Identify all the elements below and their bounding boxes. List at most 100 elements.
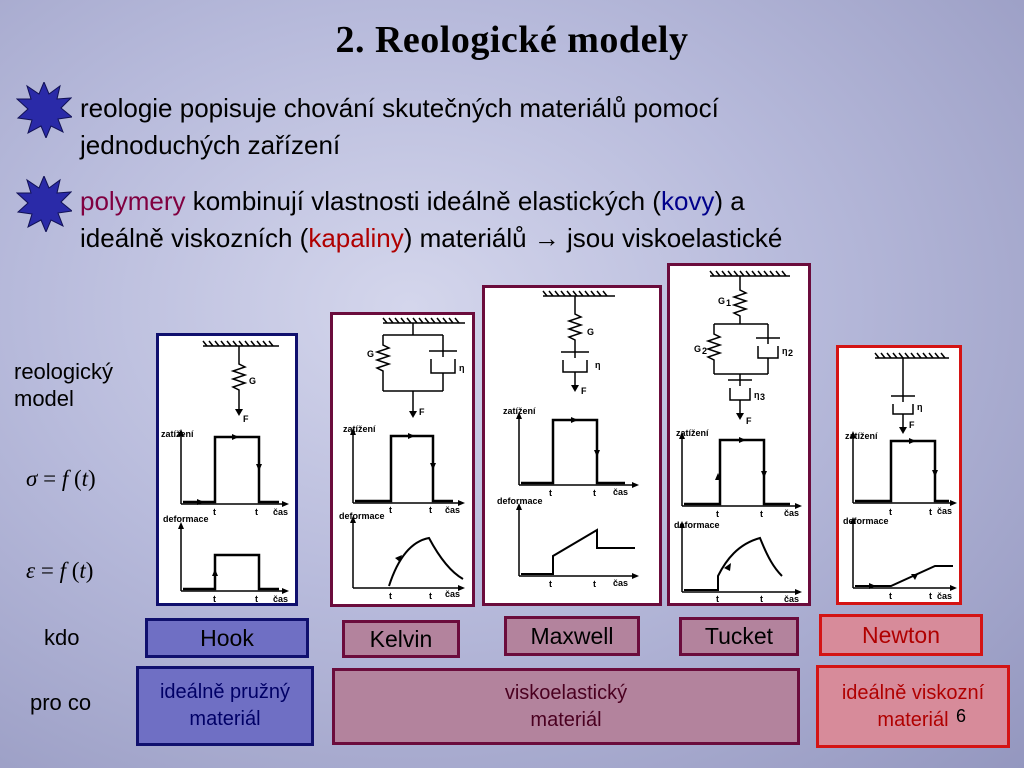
t1-label: t [549,488,552,498]
bullet-2: polymery kombinují vlastnosti ideálně el… [80,183,1020,257]
material-elastic: ideálně pružný materiál [136,666,314,746]
t1-label: t [716,594,719,603]
sigma-symbol: σ [26,466,38,491]
maxwell-diagram: G η F zatížení deformace čas čas t t t t [497,290,639,589]
subscript-label: 3 [760,392,765,402]
force-label: F [746,416,752,426]
newton-model-panel: η F zatížení deformace čas čas t t t t [836,345,962,605]
spring-label: G [694,344,701,354]
newton-diagram: η F zatížení deformace čas čas t t t t [843,352,957,601]
t2-label: t [929,591,932,601]
equals-sign: = [35,558,60,583]
row-label-kdo: kdo [44,625,80,650]
right-arrow-icon: → [533,223,560,253]
bullet-2-text: ) materiálů [403,223,534,253]
function-f: f [61,466,69,491]
dashpot-label: η [595,360,601,370]
strain-formula: ε = f (t) [26,558,93,584]
t1-label: t [213,594,216,603]
model-name-hook: Hook [145,618,309,658]
force-label: F [243,414,249,424]
time-axis-label: čas [613,487,628,497]
time-axis-label: čas [273,594,288,603]
t1-label: t [716,509,719,519]
tucket-model-panel: G 1 G 2 η 2 η 3 F zatížení deformace čas… [667,263,811,606]
time-axis-label: čas [613,578,628,588]
dashpot-label: η [754,390,760,400]
force-label: F [909,420,915,430]
tucket-diagram: G 1 G 2 η 2 η 3 F zatížení deformace čas… [674,270,802,603]
bullet-1-line-1: reologie popisuje chování skutečných mat… [80,93,719,123]
close-paren: ) [88,466,96,491]
t2-label: t [593,579,596,589]
t2-label: t [593,488,596,498]
kelvin-diagram: G η F zatížení deformace čas čas t t t t [339,317,465,601]
epsilon-symbol: ε [26,558,36,583]
function-f: f [59,558,66,583]
spring-label: G [367,349,374,359]
polymery-text: polymery [80,186,186,216]
t1-label: t [213,507,216,517]
deformation-axis-label: deformace [497,496,543,506]
material-viscous-line-1: ideálně viskozní [841,681,985,704]
model-name-maxwell: Maxwell [504,616,640,656]
row-label-model-line-1: reologický [14,359,114,384]
material-viscoelastic-line-2: materiál [530,708,602,731]
equals-sign: = [37,466,62,491]
time-axis-label: čas [445,505,460,515]
load-axis-label: zatížení [503,406,536,416]
time-axis-label: čas [937,506,952,516]
material-elastic-line-1: ideálně pružný [159,681,291,703]
time-axis-label: čas [784,594,799,603]
slide-title: 2. Reologické modely [335,19,689,61]
bullet-2-text: jsou viskoelastické [559,223,783,253]
time-axis-label: čas [445,589,460,599]
bullet-2-text: ideálně viskozních ( [80,223,309,253]
hook-diagram: G F zatížení deformace čas čas t t t t [161,340,289,603]
spring-label: G [249,376,256,386]
bullet-1: reologie popisuje chování skutečných mat… [80,90,1010,164]
load-axis-label: zatížení [161,429,194,439]
t2-label: t [255,594,258,603]
t1-label: t [549,579,552,589]
t2-label: t [429,505,432,515]
bullet-2-line-2: ideálně viskozních (kapaliny) materiálů … [80,220,1020,257]
model-name-newton: Newton [819,614,983,656]
material-elastic-line-2: materiál [189,708,261,730]
force-label: F [419,407,425,417]
t1-label: t [889,591,892,601]
t2-label: t [760,594,763,603]
bullet-1-line-2: jednoduchých zařízení [80,130,341,160]
t2-label: t [929,507,932,517]
page-number: 6 [955,706,966,726]
dashpot-label: η [917,402,923,412]
hook-model-panel: G F zatížení deformace čas čas t t t t [156,333,298,606]
kapaliny-text: kapaliny [308,223,404,253]
time-axis-label: čas [937,591,952,601]
load-axis-label: zatížení [676,428,709,438]
row-label-proco: pro co [30,690,92,715]
bullet-2-text: ) a [714,186,745,216]
dashpot-label: η [459,363,465,373]
t2-label: t [429,591,432,601]
open-paren: ( [65,558,80,583]
t2-label: t [760,509,763,519]
kovy-text: kovy [660,186,715,216]
kelvin-model-panel: G η F zatížení deformace čas čas t t t t [330,312,475,607]
deformation-axis-label: deformace [674,520,720,530]
t1-label: t [389,591,392,601]
close-paren: ) [85,558,94,583]
model-name-kelvin: Kelvin [342,620,460,658]
variable-t: t [79,558,86,583]
deformation-axis-label: deformace [843,516,889,526]
spring-label: G [718,296,725,306]
star-burst-icon [15,80,74,140]
deformation-axis-label: deformace [163,514,209,524]
bullet-2-text: kombinují vlastnosti ideálně elastických… [185,186,661,216]
maxwell-model-panel: G η F zatížení deformace čas čas t t t t [482,285,662,606]
subscript-label: 1 [726,298,731,308]
force-label: F [581,386,587,396]
t2-label: t [255,507,258,517]
